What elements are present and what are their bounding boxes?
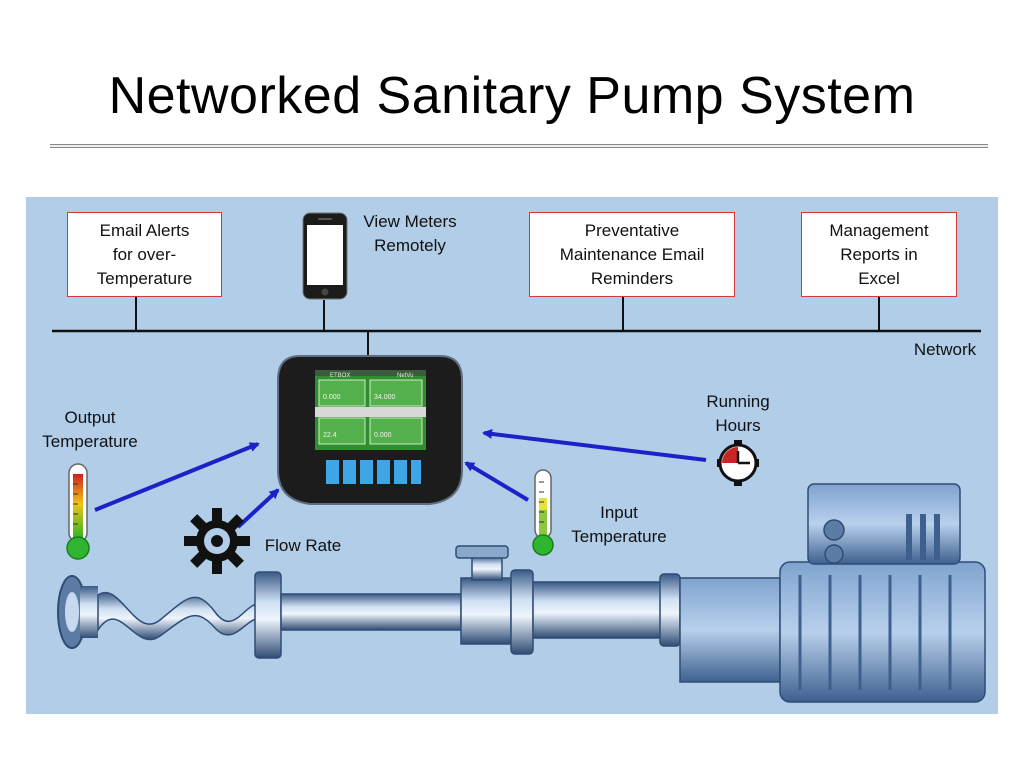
output-temperature-label: Output Temperature — [42, 408, 138, 451]
running-hours-label: Running Hours — [706, 392, 770, 435]
network-label: Network — [913, 340, 977, 359]
controller-device: ETBOX NetVu 0.000 34.000 22.4 0.000 — [277, 355, 463, 505]
output-temp-arrow — [94, 442, 260, 512]
email-alerts-box: Email Alerts for over- Temperature — [67, 212, 222, 297]
controller-brand: ETBOX — [330, 373, 350, 379]
network-bus — [52, 297, 981, 357]
title-divider — [50, 144, 988, 148]
clock-icon — [717, 440, 759, 486]
screen-value: 34.000 — [374, 394, 396, 401]
maintenance-reminders-box: Preventative Maintenance Email Reminders — [529, 212, 735, 297]
slide-title: Networked Sanitary Pump System — [108, 67, 916, 125]
input-temperature-label: Input Temperature — [571, 503, 667, 546]
gear-icon — [184, 508, 250, 574]
input-thermometer-icon — [532, 469, 554, 556]
flow-rate-label: Flow Rate — [264, 536, 342, 555]
screen-value: 0.000 — [374, 432, 392, 439]
screen-value: 22.4 — [323, 432, 337, 439]
smartphone-icon — [302, 212, 348, 300]
pump-illustration — [57, 483, 986, 703]
running-hours-arrow — [482, 429, 707, 462]
management-reports-box: Management Reports in Excel — [801, 212, 957, 297]
flow-rate-arrow — [236, 488, 280, 529]
input-temp-arrow — [464, 461, 530, 502]
output-thermometer-icon — [66, 463, 90, 560]
controller-model: NetVu — [397, 373, 413, 379]
screen-value: 0.000 — [323, 394, 341, 401]
view-meters-label: View Meters Remotely — [363, 212, 457, 255]
